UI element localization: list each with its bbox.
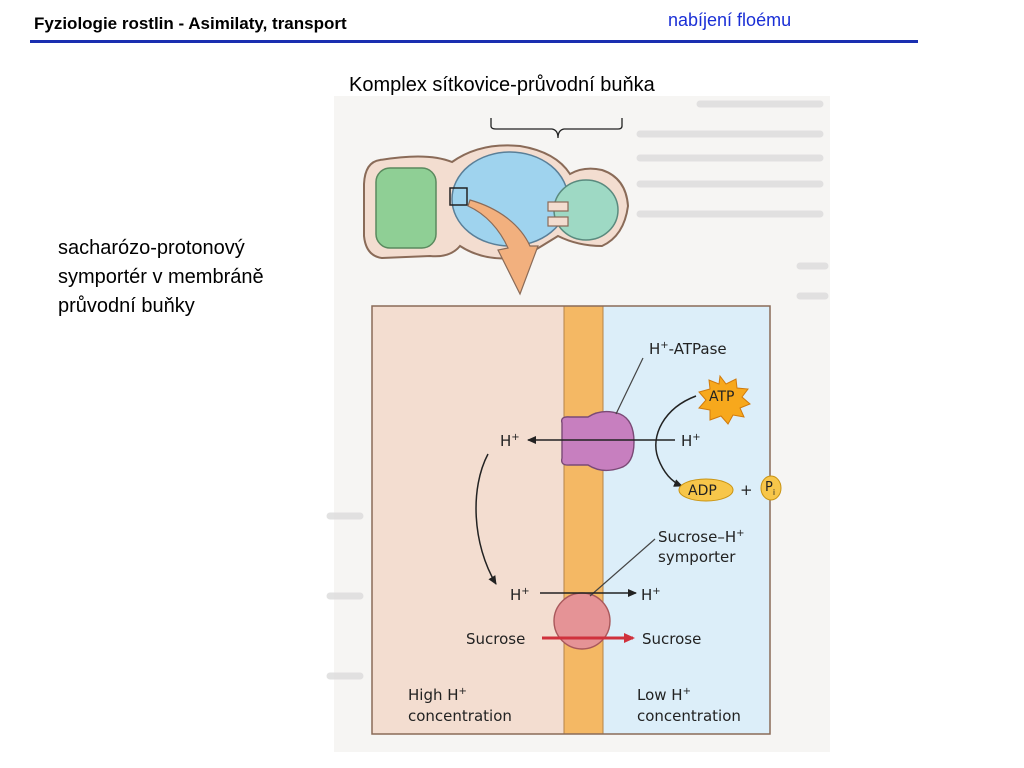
atpase-pointer (615, 357, 644, 415)
high-concentration-line-2: concentration (408, 707, 512, 725)
sucrose-right-label: Sucrose (642, 630, 701, 648)
proton-return-arrow (475, 453, 497, 585)
pi-oval (760, 475, 782, 501)
slide-topic: nabíjení floému (668, 10, 792, 30)
complex-label: Komplex sítkovice-průvodní buňka (349, 74, 655, 96)
h-plus-cotransport-left: H+ (510, 586, 530, 604)
complex-bracket (490, 118, 623, 139)
faded-text-lines (326, 100, 829, 680)
high-concentration-line-1: High H+ (408, 686, 467, 704)
symporter-description-line-3: průvodní buňky (58, 295, 195, 317)
symporter-description-line-2: symportér v membráně (58, 266, 264, 288)
symporter-label-line-1: Sucrose–H+ (658, 528, 745, 546)
sieve-companion-cell-complex (363, 144, 630, 260)
panel-border (371, 305, 771, 735)
companion-cell-cytoplasm (372, 306, 564, 734)
apoplast-region (603, 306, 770, 734)
sucrose-left-label: Sucrose (466, 630, 525, 648)
symporter-description: sacharózo-protonový symportér v membráně… (58, 234, 264, 321)
h-plus-out-label: H+ (500, 432, 520, 450)
atpase-label: H+-ATPase (649, 340, 727, 358)
sieve-plate-lower (547, 216, 569, 227)
symporter-pointer (589, 538, 656, 597)
sieve-plate-upper (547, 201, 569, 212)
adp-oval (678, 478, 734, 502)
h-atpase-protein (560, 410, 635, 472)
plus-sign: + (740, 481, 753, 499)
atp-hydrolysis-arrow (655, 395, 697, 487)
companion-cell-vacuole (375, 167, 437, 249)
zoom-arrow (467, 199, 539, 296)
membrane-detail-panel (371, 305, 771, 735)
low-concentration-line-2: concentration (637, 707, 741, 725)
slide-title: Fyziologie rostlin - Asimilaty, transpor… (34, 14, 347, 33)
phloem-loading-diagram: H+-ATPase ATP ADP + Pi H+ H+ Sucrose–H+ … (326, 96, 830, 752)
adp-label: ADP (688, 483, 717, 499)
low-concentration-line-1: Low H+ (637, 686, 691, 704)
header-divider (30, 40, 918, 43)
sucrose-h-symporter (553, 592, 611, 650)
zoom-box-icon (449, 187, 468, 206)
plasma-membrane (564, 306, 603, 734)
pi-label: Pi (765, 480, 775, 497)
atp-burst (698, 374, 751, 425)
symporter-description-line-1: sacharózo-protonový (58, 237, 245, 259)
h-plus-cotransport-right: H+ (641, 586, 661, 604)
h-plus-in-label: H+ (681, 432, 701, 450)
atp-label: ATP (709, 389, 734, 405)
symporter-label-line-2: symporter (658, 548, 736, 566)
